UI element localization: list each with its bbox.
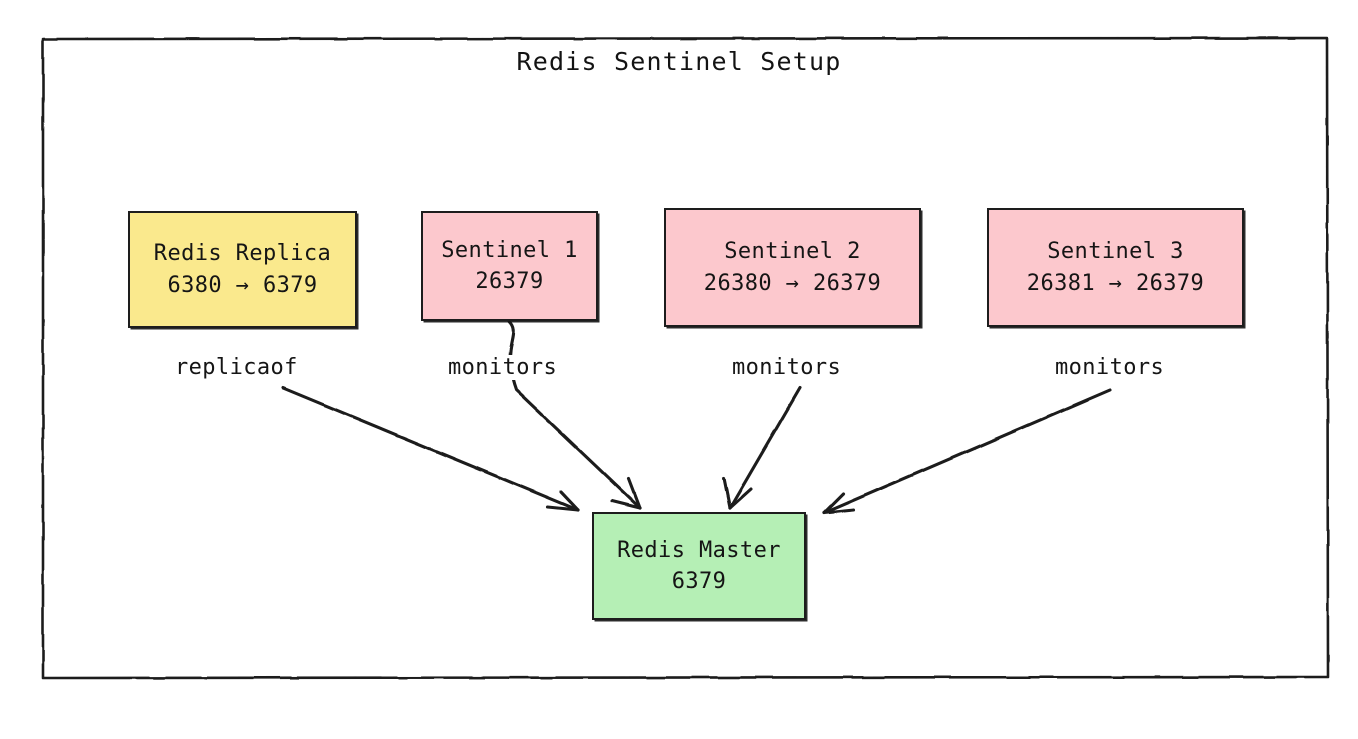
node-title: Sentinel 2 [724, 239, 861, 265]
node-redis-master[interactable]: Redis Master 6379 [592, 512, 806, 620]
node-ports: 6380 → 6379 [167, 272, 318, 298]
node-title: Redis Master [617, 537, 781, 563]
edge-label-monitors-1: monitors [445, 355, 561, 380]
node-ports: 26379 [475, 269, 544, 294]
node-title: Sentinel 1 [441, 237, 578, 263]
edge-sentinel1-to-master [507, 319, 642, 510]
node-title: Sentinel 3 [1047, 239, 1184, 265]
node-title: Redis Replica [153, 241, 332, 267]
node-redis-replica[interactable]: Redis Replica 6380 → 6379 [128, 211, 357, 328]
node-sentinel-3[interactable]: Sentinel 3 26381 → 26379 [987, 208, 1244, 327]
edge-sentinel2-to-master [722, 386, 802, 510]
node-sentinel-2[interactable]: Sentinel 2 26380 → 26379 [664, 208, 921, 327]
node-ports: 6379 [671, 569, 727, 594]
node-sentinel-1[interactable]: Sentinel 1 26379 [421, 211, 598, 321]
edge-sentinel3-to-master [822, 388, 1112, 515]
edge-label-monitors-2: monitors [729, 355, 845, 380]
edge-label-replicaof: replicaof [172, 355, 301, 380]
page-title: Redis Sentinel Setup [516, 47, 842, 76]
node-ports: 26380 → 26379 [703, 270, 882, 296]
edge-label-monitors-3: monitors [1052, 355, 1168, 380]
diagram-outer-frame [41, 36, 1330, 680]
node-ports: 26381 → 26379 [1026, 270, 1205, 296]
edge-replica-to-master [281, 386, 580, 512]
